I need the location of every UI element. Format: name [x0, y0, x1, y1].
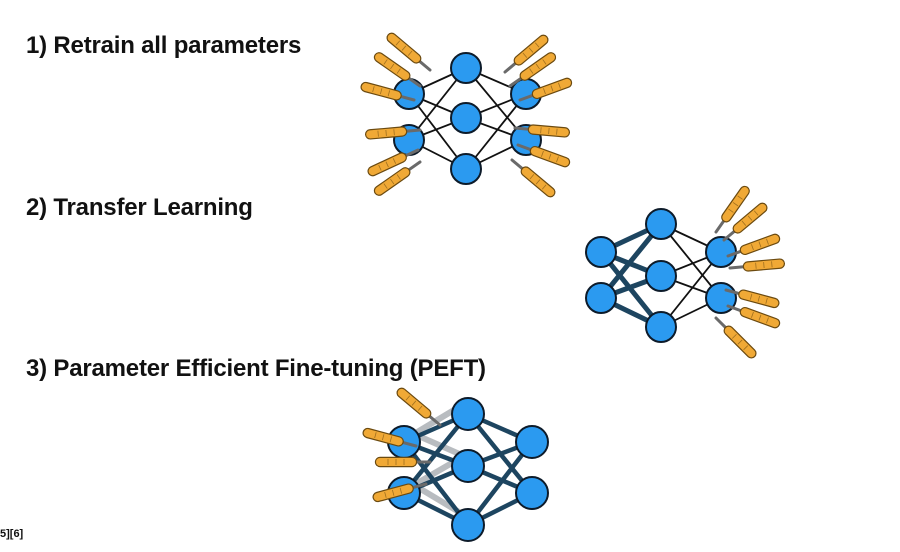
screwdriver-icon	[726, 233, 781, 258]
screwdriver-icon	[373, 52, 422, 88]
neuron-node	[450, 52, 482, 84]
neuron-node	[645, 260, 677, 292]
tool-group	[714, 185, 786, 359]
screwdriver-icon	[386, 32, 432, 72]
tool-group	[360, 32, 573, 198]
screwdriver-icon	[714, 316, 757, 359]
screwdriver-icon	[360, 81, 416, 102]
network-edge	[401, 439, 471, 528]
screwdriver-icon	[516, 143, 571, 168]
adapter-edge	[411, 431, 467, 459]
neuron-node	[585, 236, 617, 268]
screwdriver-icon	[372, 482, 428, 503]
screwdriver-icon	[374, 456, 432, 468]
screwdriver-icon	[513, 124, 571, 138]
screwdriver-icon	[503, 34, 549, 74]
transfer-learning-network	[585, 185, 786, 359]
neuron-node	[451, 397, 485, 431]
screwdriver-icon	[373, 160, 422, 196]
neuron-node	[515, 476, 549, 510]
screwdriver-icon	[728, 258, 786, 272]
network-nodes	[387, 397, 549, 542]
peft-network	[362, 387, 549, 542]
screwdriver-icon	[508, 52, 557, 88]
screwdriver-icon	[396, 387, 442, 427]
neuron-node	[585, 282, 617, 314]
screwdriver-icon	[367, 148, 420, 177]
citation-reference: 5][6]	[0, 528, 24, 540]
network-edge	[465, 93, 527, 170]
screwdriver-icon	[510, 158, 556, 198]
neuron-node	[705, 236, 737, 268]
screwdriver-icon	[724, 288, 780, 309]
network-edge	[660, 251, 722, 328]
heading-retrain-all-parameters: 1) Retrain all parameters	[26, 32, 302, 59]
screwdriver-icon	[714, 185, 750, 234]
screwdriver-icon	[726, 304, 781, 329]
retrain-all-network	[360, 32, 573, 198]
tool-group	[362, 387, 442, 503]
neuron-node	[645, 311, 677, 343]
heading-transfer-learning: 2) Transfer Learning	[26, 194, 253, 221]
neuron-node	[645, 208, 677, 240]
screwdriver-icon	[722, 202, 768, 242]
screwdriver-icon	[364, 126, 422, 140]
neuron-node	[515, 425, 549, 459]
heading-peft: 3) Parameter Efficient Fine-tuning (PEFT…	[26, 355, 486, 382]
screwdriver-icon	[518, 77, 573, 102]
neuron-node	[450, 153, 482, 185]
neuron-node	[450, 102, 482, 134]
neuron-node	[451, 508, 485, 542]
network-edge	[465, 439, 535, 528]
network-nodes	[585, 208, 737, 343]
neuron-node	[451, 449, 485, 483]
screwdriver-icon	[362, 427, 418, 448]
